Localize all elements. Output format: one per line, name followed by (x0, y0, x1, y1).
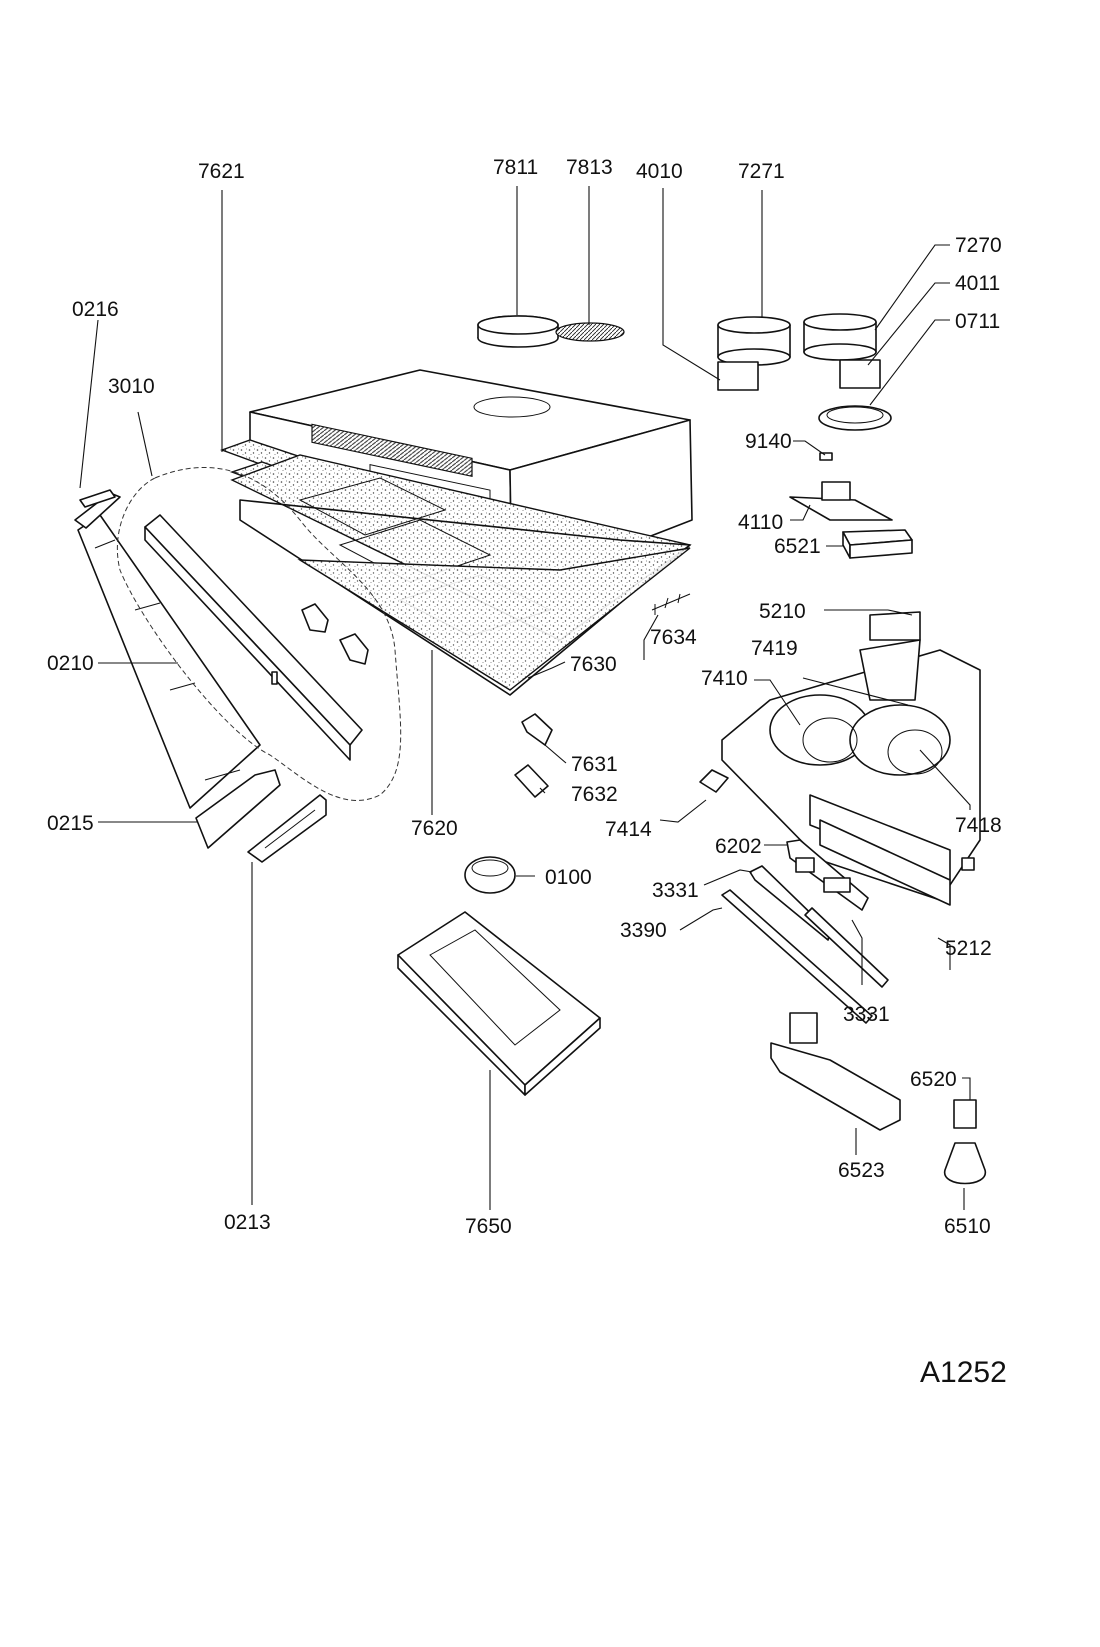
end-cap-0213 (247, 794, 327, 863)
light-bulb-6510 (944, 1142, 986, 1185)
blower-housing (721, 611, 981, 906)
part-labels: 7621 7811 7813 4010 7271 7270 4011 0711 … (47, 156, 1002, 1238)
motor-4010 (717, 361, 759, 391)
label-0210: 0210 (47, 652, 94, 675)
switch-panel-6202 (786, 839, 869, 911)
label-3390: 3390 (620, 919, 667, 942)
grease-mesh-7813 (555, 322, 625, 342)
label-7631: 7631 (571, 753, 618, 776)
label-6520: 6520 (910, 1068, 957, 1091)
cover-box-6521 (842, 529, 913, 559)
label-0711: 0711 (955, 310, 1000, 333)
bar-3390 (721, 889, 873, 1024)
label-7811: 7811 (493, 156, 538, 179)
lamp-socket-6520 (953, 1099, 977, 1129)
lamp-holder-6523 (770, 1012, 901, 1131)
knob-0100 (464, 856, 516, 894)
tray-7650 (397, 911, 601, 1096)
control-group-outline (116, 467, 402, 801)
control-board-4110 (789, 481, 893, 521)
label-6202: 6202 (715, 835, 762, 858)
label-0215: 0215 (47, 812, 94, 835)
label-7632: 7632 (571, 783, 618, 806)
label-6521: 6521 (774, 535, 821, 558)
label-6523: 6523 (838, 1159, 885, 1182)
label-9140: 9140 (745, 430, 792, 453)
clip-7632 (514, 764, 549, 798)
label-0213: 0213 (224, 1211, 271, 1234)
nut-9140 (819, 452, 833, 461)
filter-base-plate (239, 499, 691, 696)
label-5212: 5212 (945, 937, 992, 960)
label-0216: 0216 (72, 298, 119, 321)
label-4010: 4010 (636, 160, 683, 183)
label-4110: 4110 (738, 511, 783, 534)
impeller-0711 (818, 405, 892, 431)
label-7271: 7271 (738, 160, 785, 183)
label-3331-lower: 3331 (843, 1003, 890, 1026)
label-7634: 7634 (650, 626, 697, 649)
front-trim-strip (144, 514, 363, 761)
motor-4011 (839, 359, 881, 389)
label-7620: 7620 (411, 817, 458, 840)
label-7650: 7650 (465, 1215, 512, 1238)
label-7414: 7414 (605, 818, 652, 841)
charcoal-filter-7270 (803, 313, 877, 361)
label-3331-upper: 3331 (652, 879, 699, 902)
clip-7631 (521, 713, 553, 746)
switch-clips (301, 603, 369, 665)
label-6510: 6510 (944, 1215, 991, 1238)
label-3010: 3010 (108, 375, 155, 398)
label-5210: 5210 (759, 600, 806, 623)
clip-7634 (651, 593, 691, 615)
clip-5210-right (961, 857, 975, 871)
round-cover-7811 (477, 315, 559, 348)
label-7418: 7418 (955, 814, 1002, 837)
label-7813: 7813 (566, 156, 613, 179)
label-7419: 7419 (751, 637, 798, 660)
drawing-code: A1252 (920, 1356, 1007, 1389)
leader-lines (79, 186, 971, 1210)
label-0100: 0100 (545, 866, 592, 889)
small-plate-7414 (699, 769, 729, 793)
end-cap-0215 (195, 769, 281, 849)
charcoal-filter-7271 (717, 316, 791, 366)
label-7630: 7630 (570, 653, 617, 676)
label-7270: 7270 (955, 234, 1002, 257)
label-7621: 7621 (198, 160, 245, 183)
label-4011: 4011 (955, 272, 1000, 295)
slider-3331-lower (804, 907, 889, 988)
hinge-bracket-top (74, 489, 121, 529)
label-7410: 7410 (701, 667, 748, 690)
